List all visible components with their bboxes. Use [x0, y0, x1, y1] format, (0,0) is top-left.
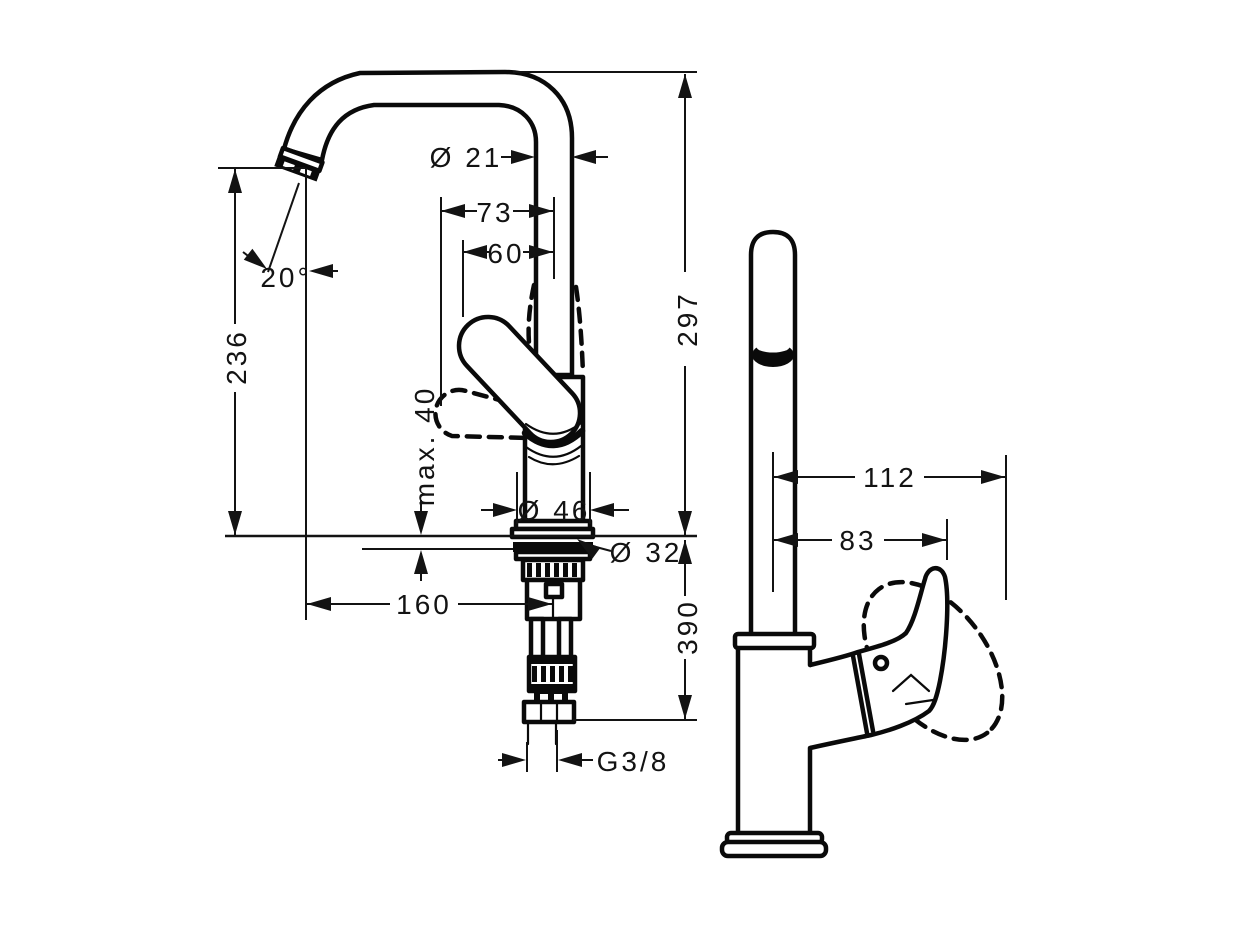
braided-hose-section — [526, 654, 578, 694]
dim-label-total-height: 297 — [672, 291, 703, 347]
handle-lever — [456, 314, 583, 445]
seal-washer — [513, 542, 593, 552]
side-body — [735, 645, 813, 839]
dimensions-front: Ø 21 73 60 20° 236 297 — [218, 71, 703, 777]
dimensions-side: 112 83 — [772, 452, 1007, 600]
mounting-hardware — [513, 542, 593, 622]
hose-thread-end — [526, 722, 558, 746]
front-view: Ø 21 73 60 20° 236 297 — [218, 69, 703, 777]
cartridge-collar — [521, 421, 586, 466]
handle-chevron-mark — [891, 673, 931, 693]
hose-union-nut — [521, 699, 577, 725]
dim-label-outlet-height: 236 — [221, 329, 252, 385]
dim-label-spout-diameter: Ø 21 — [430, 142, 503, 173]
handle-detail-line — [904, 698, 935, 706]
dim-label-base-diameter: Ø 46 — [518, 495, 591, 526]
swivel-spout — [274, 69, 575, 378]
dashed-swivel-spout-outline — [526, 282, 586, 377]
dim-label-outlet-angle: 20° — [260, 262, 311, 293]
handle-joint-lines — [850, 651, 876, 736]
dim-label-spout-reach: 160 — [396, 589, 452, 620]
dim-label-max-mounting-thickness: max. 40 — [409, 386, 440, 507]
side-spout-pipe — [748, 229, 798, 638]
dim-label-mounting-hole-diameter: Ø 32 — [610, 537, 683, 568]
supply-hoses — [521, 616, 578, 746]
dim-label-handle-projection-open: 73 — [476, 197, 513, 228]
dim-label-handle-reach: 83 — [839, 525, 876, 556]
dim-label-hose-length: 390 — [672, 599, 703, 655]
side-base-flange — [719, 830, 829, 859]
dim-label-handle-projection: 60 — [487, 238, 524, 269]
dim-label-connection-thread: G3/8 — [597, 746, 670, 777]
dashed-handle-down-outline — [433, 387, 532, 441]
handle-pin-dot — [872, 654, 890, 672]
side-view: 112 83 — [719, 229, 1007, 859]
dim-label-handle-swing-reach: 112 — [863, 462, 917, 493]
side-body-cap — [732, 631, 817, 651]
mounting-nut — [520, 557, 586, 583]
side-handle-lever — [790, 566, 950, 751]
threaded-shank — [524, 577, 583, 622]
spout-outlet-opening — [752, 341, 794, 367]
